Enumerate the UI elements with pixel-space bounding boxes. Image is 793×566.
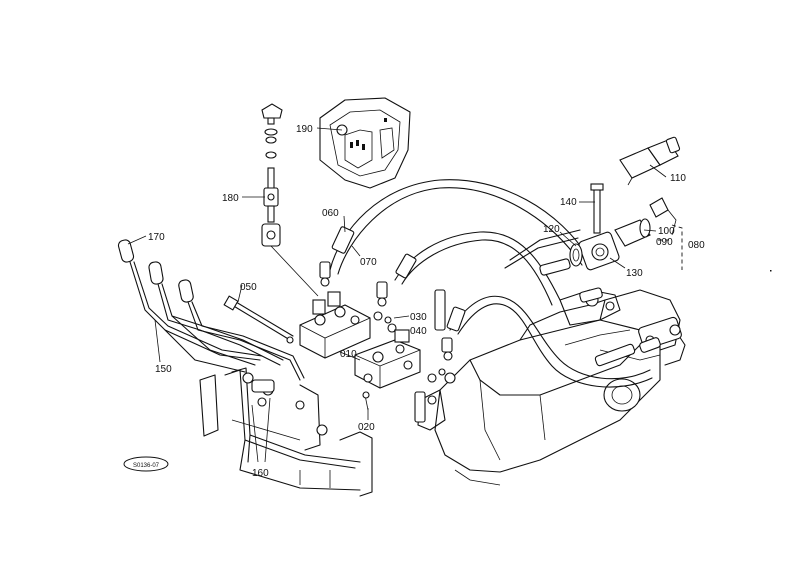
callout-040: 040: [410, 326, 427, 337]
callout-080: 080: [688, 240, 705, 251]
callout-010: 010: [340, 349, 357, 360]
callout-060: 060: [322, 208, 339, 219]
knob-assembly: [261, 103, 319, 297]
callout-050: 050: [240, 282, 257, 293]
control-levers: [117, 239, 305, 381]
hose-fittings: [319, 226, 661, 423]
stamp-label: S0136-07: [133, 463, 160, 469]
callout-120: 120: [543, 224, 560, 235]
callout-160: 160: [252, 468, 269, 479]
leader-lines: [127, 127, 667, 463]
callout-020: 020: [358, 422, 375, 433]
filter-assembly: [569, 136, 683, 271]
long-bolt: [223, 295, 294, 344]
callout-070: 070: [360, 257, 377, 268]
callout-150: 150: [155, 364, 172, 375]
edge-mark: [770, 270, 772, 272]
callout-180: 180: [222, 193, 239, 204]
callout-100: 100: [658, 226, 675, 237]
callout-190: 190: [296, 124, 313, 135]
callout-030: 030: [410, 312, 427, 323]
control-valve: [299, 291, 446, 411]
callout-140: 140: [560, 197, 577, 208]
callout-labels: 010 020 030 040 050 060 070 080 090 100 …: [148, 124, 705, 479]
lever-bracket: [199, 367, 373, 497]
callout-110: 110: [670, 173, 686, 184]
callout-090: 090: [656, 237, 673, 248]
hydraulic-hoses: [329, 179, 653, 388]
dashboard-panel: [319, 97, 411, 189]
callout-130: 130: [626, 268, 643, 279]
callout-170: 170: [148, 232, 165, 243]
reference-stamp: S0136-07: [123, 456, 169, 472]
